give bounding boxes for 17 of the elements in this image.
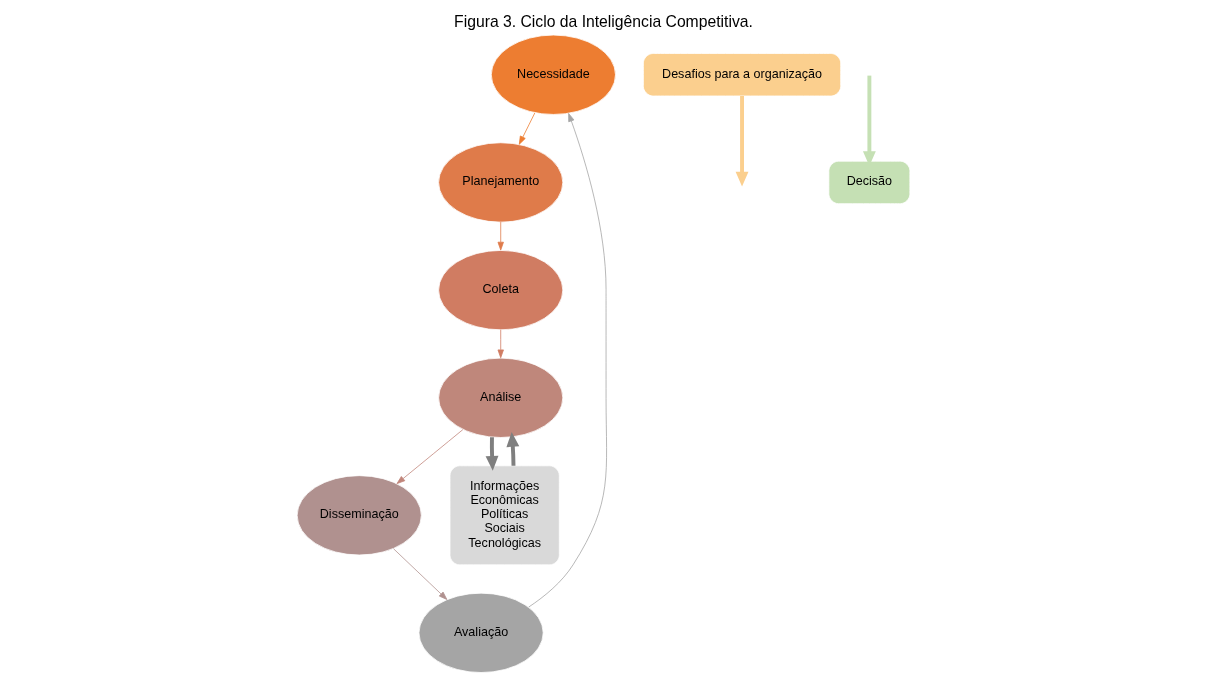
arrow <box>497 329 504 359</box>
node-box: Desafios para a organização <box>642 53 841 97</box>
diagram-title: Figura 3. Ciclo da Inteligência Competitiva. <box>453 13 753 31</box>
arrow <box>735 96 748 187</box>
arrow <box>518 112 535 145</box>
arrow <box>497 221 504 251</box>
node-box: Decisão <box>828 160 910 205</box>
arrow <box>396 429 463 484</box>
node-ellipse: Necessidade <box>490 34 616 115</box>
arrow <box>485 437 498 471</box>
arrow <box>527 113 607 608</box>
node-ellipse: Coleta <box>437 250 563 331</box>
arrow <box>392 548 447 600</box>
node-ellipse: Planejamento <box>437 142 563 223</box>
node-ellipse: Análise <box>437 357 563 438</box>
node-box: Informações Econômicas Políticas Sociais Tecnológicas <box>449 465 560 566</box>
arrow <box>505 432 519 466</box>
